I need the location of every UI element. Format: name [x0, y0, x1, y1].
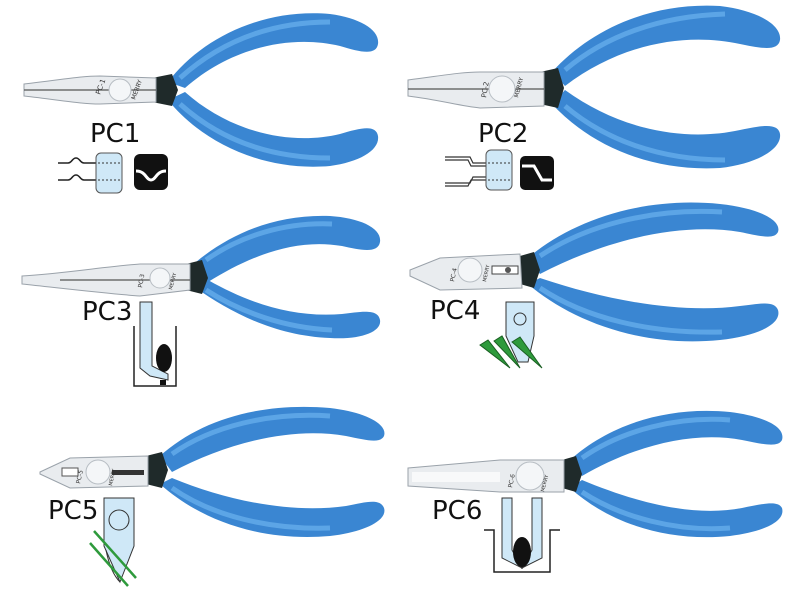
engraving-model: PC-5	[75, 469, 85, 484]
lead-cutting-diagram	[479, 301, 543, 369]
engraving-brand: MERRY	[540, 473, 550, 492]
collar	[152, 74, 178, 106]
engraving-brand: MERRY	[108, 467, 118, 486]
pliers-pc4-image: PC-4 MERRY	[409, 202, 779, 369]
lead-forming-diagram	[445, 149, 554, 191]
tool-card-pc6: PC-6 MERRY PC6	[400, 400, 800, 600]
model-label: PC5	[48, 496, 99, 526]
model-label: PC6	[432, 496, 483, 526]
engraving-model: PC-3	[137, 273, 146, 288]
pliers-pc1-image: PC-1 MERRY	[23, 13, 379, 194]
tool-card-pc3: PC-3 MERRY PC3	[0, 200, 400, 400]
pliers-pc3-image: PC-3 MERRY	[21, 215, 381, 387]
upper-handle	[168, 13, 379, 88]
model-label: PC4	[430, 296, 481, 326]
engraving-brand: MERRY	[482, 263, 492, 282]
lead-forming-diagram	[58, 152, 168, 194]
tool-card-pc4: PC-4 MERRY PC4	[400, 200, 800, 400]
model-label: PC2	[478, 119, 529, 149]
lower-handle	[168, 92, 379, 167]
pliers-pc5-image: PC-5 MERRY	[39, 406, 385, 587]
engraving-brand: MERRY	[168, 271, 178, 290]
engraving-model: PC-4	[449, 267, 459, 282]
angled-lead-cutting-diagram	[89, 497, 137, 587]
tool-card-pc5: PC-5 MERRY PC5	[0, 400, 400, 600]
tool-card-pc1: PC-1 MERRY PC1	[0, 0, 400, 200]
model-label: PC3	[82, 297, 133, 327]
engraving-model: PC-6	[507, 473, 517, 488]
model-label: PC1	[90, 119, 141, 149]
component-holding-diagram	[484, 497, 560, 573]
pliers-pc6-image: PC-6 MERRY	[407, 410, 783, 573]
jaw-profile-icon	[134, 154, 168, 190]
bent-tip-holding-diagram	[133, 301, 177, 387]
pliers-pc2-image: PC-2 MERRY	[407, 5, 781, 191]
engraving-model: PC-2	[480, 81, 491, 98]
tool-card-pc2: PC-2 MERRY PC2	[400, 0, 800, 200]
